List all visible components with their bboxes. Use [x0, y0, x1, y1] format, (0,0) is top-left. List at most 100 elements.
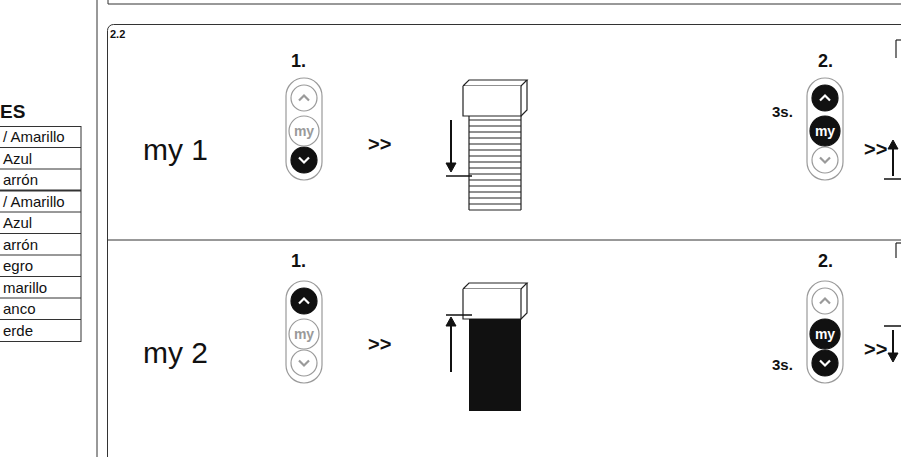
down-chevron: [299, 361, 309, 366]
table-cell: Azul: [3, 151, 32, 168]
shutter-slat: [469, 161, 521, 162]
figure-number: 2.2: [110, 28, 125, 40]
my-button: my: [288, 318, 320, 350]
shutter-side: [468, 116, 469, 210]
my-button: my: [288, 115, 320, 147]
shutter-side: [520, 116, 521, 210]
arrow-button: [291, 350, 317, 376]
then-sign: >>: [368, 133, 391, 155]
arrow-button: [812, 288, 838, 314]
arrow-button: [291, 147, 317, 173]
separator-line: [97, 0, 98, 457]
shutter-slat: [469, 155, 521, 156]
button-label: my: [294, 327, 314, 341]
up-chevron: [299, 96, 309, 101]
row-divider: [107, 240, 901, 241]
up-chevron: [820, 96, 830, 101]
button-circle: [289, 116, 319, 146]
table-cell: Azul: [3, 215, 32, 232]
up-chevron: [820, 299, 830, 304]
down-chevron: [820, 361, 830, 366]
shutter-slat: [469, 179, 521, 180]
shutter-slat: [469, 173, 521, 174]
motion-arrow: [450, 323, 452, 372]
shutter-slat: [469, 167, 521, 168]
arrow-button: [812, 147, 838, 173]
shutter-box-side: [521, 283, 527, 319]
arrow-button: [291, 288, 317, 314]
limit-bar: [446, 175, 472, 177]
table-cell: arrón: [3, 172, 38, 189]
table-rule: [0, 298, 81, 299]
arrow-head: [446, 317, 456, 326]
arrow-head: [888, 140, 898, 149]
remote-body: [286, 281, 322, 383]
then-sign: >>: [864, 138, 887, 160]
table-rule: [0, 190, 81, 192]
button-circle: [810, 116, 840, 146]
limit-bar: [884, 178, 901, 180]
arrow-button: [812, 85, 838, 111]
button-label: my: [815, 327, 835, 341]
shutter-slat: [469, 197, 521, 198]
closed-shutter: [469, 319, 521, 411]
table-rule: [0, 212, 81, 213]
shutter-slat: [469, 149, 521, 150]
position-name: my 1: [143, 133, 208, 166]
shutter-slat: [469, 143, 521, 144]
arrow-head: [446, 163, 456, 172]
panel-border: [108, 25, 901, 457]
limit-bar: [446, 314, 472, 316]
motion-arrow: [892, 146, 894, 176]
table-cell: anco: [3, 301, 36, 318]
table-rule: [0, 169, 81, 170]
up-chevron: [299, 299, 309, 304]
then-sign: >>: [368, 333, 391, 355]
arrow-head: [888, 353, 898, 362]
remote-body: [807, 78, 843, 180]
table-cell: / Amarillo: [3, 129, 65, 146]
limit-bar: [884, 325, 901, 327]
shutter-edge: [895, 243, 896, 258]
shutter-slat: [469, 119, 521, 120]
motion-arrow: [892, 330, 894, 356]
button-circle: [289, 319, 319, 349]
table-rule: [0, 255, 81, 256]
down-chevron: [299, 158, 309, 163]
shutter-slat: [469, 185, 521, 186]
motion-arrow: [450, 120, 452, 166]
then-sign: >>: [864, 338, 887, 360]
shutter-slat: [469, 137, 521, 138]
table-cell: erde: [3, 323, 33, 340]
table-rule: [0, 147, 81, 148]
remote-body: [286, 78, 322, 180]
shutter-slat: [469, 125, 521, 126]
shutter-slat: [469, 203, 521, 204]
button-circle: [810, 319, 840, 349]
hold-time: 3s.: [772, 357, 793, 374]
shutter-slat: [469, 191, 521, 192]
frame-edge: [108, 0, 901, 4]
step-number: 2.: [818, 52, 833, 72]
table-border: [0, 127, 81, 342]
shutter-edge: [896, 39, 901, 40]
remote-body: [807, 281, 843, 383]
shutter-box-top: [463, 80, 527, 86]
my-button: my: [809, 318, 841, 350]
button-label: my: [815, 124, 835, 138]
arrow-button: [291, 85, 317, 111]
shutter-edge: [896, 242, 901, 243]
shutter-slat: [469, 131, 521, 132]
table-cell: / Amarillo: [3, 194, 65, 211]
table-rule: [0, 276, 81, 277]
step-number: 2.: [818, 252, 833, 272]
hold-time: 3s.: [772, 104, 793, 121]
step-number: 1.: [291, 252, 306, 272]
down-chevron: [820, 158, 830, 163]
my-button: my: [809, 115, 841, 147]
shutter-slat: [469, 209, 521, 210]
table-cell: arrón: [3, 237, 38, 254]
shutter-box: [463, 86, 521, 116]
position-name: my 2: [143, 336, 208, 369]
